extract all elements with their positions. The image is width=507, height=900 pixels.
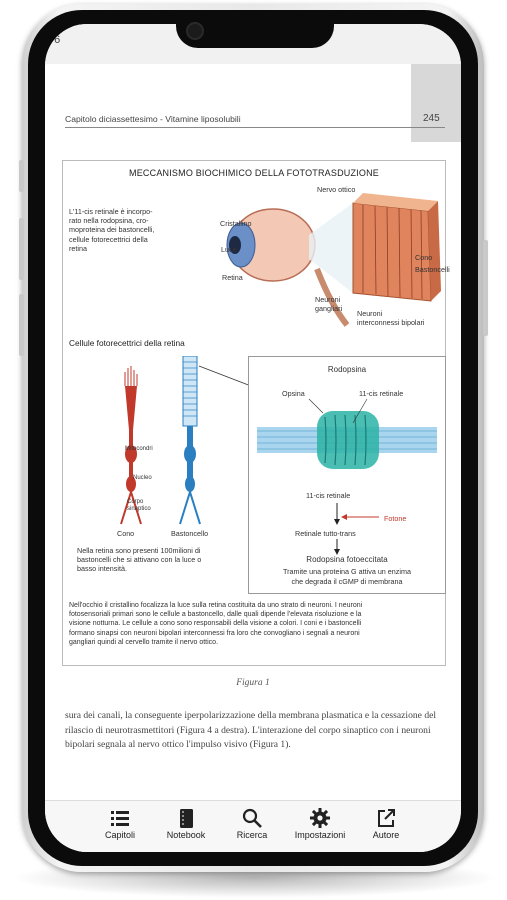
gear-icon — [310, 808, 330, 828]
label-11-cis-top: 11-cis retinale — [359, 389, 404, 398]
power-button — [483, 240, 488, 336]
label-retina: Retina — [222, 273, 243, 282]
figure-caption: Figura 1 — [236, 678, 270, 688]
header-rule — [65, 127, 445, 128]
rhodopsin-desc-1: Tramite una proteina G attiva un enzima — [283, 567, 411, 576]
label-line: interconnessi bipolari — [357, 318, 425, 327]
volume-up-button — [19, 218, 24, 280]
label-cono-cell: Cono — [117, 529, 135, 538]
figure-title: MECCANISMO BIOCHIMICO DELLA FOTOTRASDUZI… — [129, 168, 379, 178]
eye-retina-illustration — [226, 193, 441, 327]
label-line: Corpo — [127, 499, 144, 505]
label-mitocondri: Mitocondri — [125, 446, 153, 452]
label-luce: Luce — [221, 245, 237, 254]
bottom-line: formano sinapsi con neuroni bipolari int… — [69, 629, 360, 637]
figure-box: MECCANISMO BIOCHIMICO DELLA FOTOTRASDUZI… — [62, 160, 450, 666]
label-11-cis-bottom: 11-cis retinale — [306, 491, 351, 500]
label-cristallino: Cristallino — [220, 219, 252, 228]
page-corner-tab — [411, 64, 461, 142]
cells-section-title: Cellule fotorecettrici della retina — [69, 338, 185, 348]
label-bastoncello: Bastoncello — [171, 529, 209, 538]
nav-label: Notebook — [166, 830, 206, 840]
label-line: Neuroni — [315, 295, 341, 304]
intro-line: cellule fotorecettrici della — [69, 234, 148, 244]
figure-bottom-text: Nell'occhio il cristallino focalizza la … — [69, 601, 362, 647]
bottom-nav: Capitoli Notebook Ricerca Impostazioni A… — [45, 800, 461, 852]
label-nervo-ottico: Nervo ottico — [317, 185, 356, 194]
cells-text: Nella retina sono presenti 100milioni di… — [77, 546, 201, 574]
screen: 76 Capitolo diciassettesimo - Vitamine l… — [45, 24, 461, 852]
label-bastoncelli: Bastoncelli — [415, 265, 450, 274]
nav-ricerca[interactable]: Ricerca — [217, 807, 287, 840]
body-line: sura dei canali, la conseguente iperpola… — [65, 710, 437, 721]
reaction-arrows — [334, 503, 379, 555]
label-retinale-tutto-trans: Retinale tutto-trans — [295, 529, 356, 538]
label-line: gangliari — [315, 304, 343, 313]
running-head: Capitolo diciassettesimo - Vitamine lipo… — [65, 114, 241, 124]
bottom-line: visione notturna. Le cellule a cono sono… — [69, 620, 362, 628]
nav-impostazioni[interactable]: Impostazioni — [285, 807, 355, 840]
rhodopsin-title: Rodopsina — [327, 365, 367, 374]
nav-capitoli[interactable]: Capitoli — [85, 807, 155, 840]
label-nucleo: Nucleo — [133, 475, 152, 481]
nav-label: Capitoli — [104, 830, 135, 840]
list-icon — [111, 811, 129, 826]
body-text: sura dei canali, la conseguente iperpola… — [65, 709, 455, 753]
body-line: bipolari segnala al nervo ottico l'impul… — [65, 739, 291, 750]
figure-intro: L'11-cis retinale è incorpo- rato nella … — [69, 207, 155, 253]
nav-label: Autore — [372, 830, 400, 840]
label-opsina: Opsina — [282, 389, 305, 398]
rhodopsin-desc-2: che degrada il cGMP di membrana — [291, 577, 403, 586]
nav-label: Ricerca — [236, 830, 268, 840]
body-line: rilascio di neurotrasmettitori (Figura 4… — [65, 724, 431, 736]
cells-line: Nella retina sono presenti 100milioni di — [77, 546, 201, 555]
membrane-illustration — [257, 398, 437, 469]
page-counter: 76 — [48, 34, 61, 46]
volume-down-button — [19, 294, 24, 356]
external-link-icon — [378, 809, 395, 827]
mute-switch — [19, 160, 24, 192]
cells-line: basso intensità. — [77, 564, 127, 574]
label-rodopsina-fotoeccitata: Rodopsina fotoeccitata — [306, 555, 388, 564]
rhodopsin-box: Rodopsina Opsina 11-cis retinale 11-cis … — [248, 356, 446, 594]
page-number: 245 — [423, 113, 440, 124]
intro-line: L'11-cis retinale è incorpo- — [69, 207, 153, 216]
label-cono: Cono — [415, 253, 433, 262]
label-line: Neuroni — [357, 309, 383, 318]
bottom-line: fotosensoriali primari sono le cellule a… — [69, 611, 362, 619]
label-line: sinaptico — [127, 506, 151, 512]
intro-line: retina — [69, 243, 87, 253]
camera-icon — [186, 22, 204, 40]
intro-line: rato nella rodopsina, cro- — [69, 216, 149, 226]
nav-label: Impostazioni — [294, 830, 346, 840]
notebook-icon — [180, 809, 193, 828]
bottom-line: Nell'occhio il cristallino focalizza la … — [69, 602, 363, 609]
search-icon — [242, 808, 262, 828]
nav-autore[interactable]: Autore — [351, 807, 421, 840]
cells-line: bastoncelli che si attivano con la luce … — [77, 555, 202, 565]
nav-notebook[interactable]: Notebook — [151, 807, 221, 840]
photoreceptor-cells — [120, 356, 252, 525]
bottom-line: gangliari quindi al cervello tramite il … — [69, 638, 219, 646]
intro-line: moproteina dei bastoncelli, — [69, 225, 155, 235]
label-fotone: Fotone — [384, 514, 407, 523]
